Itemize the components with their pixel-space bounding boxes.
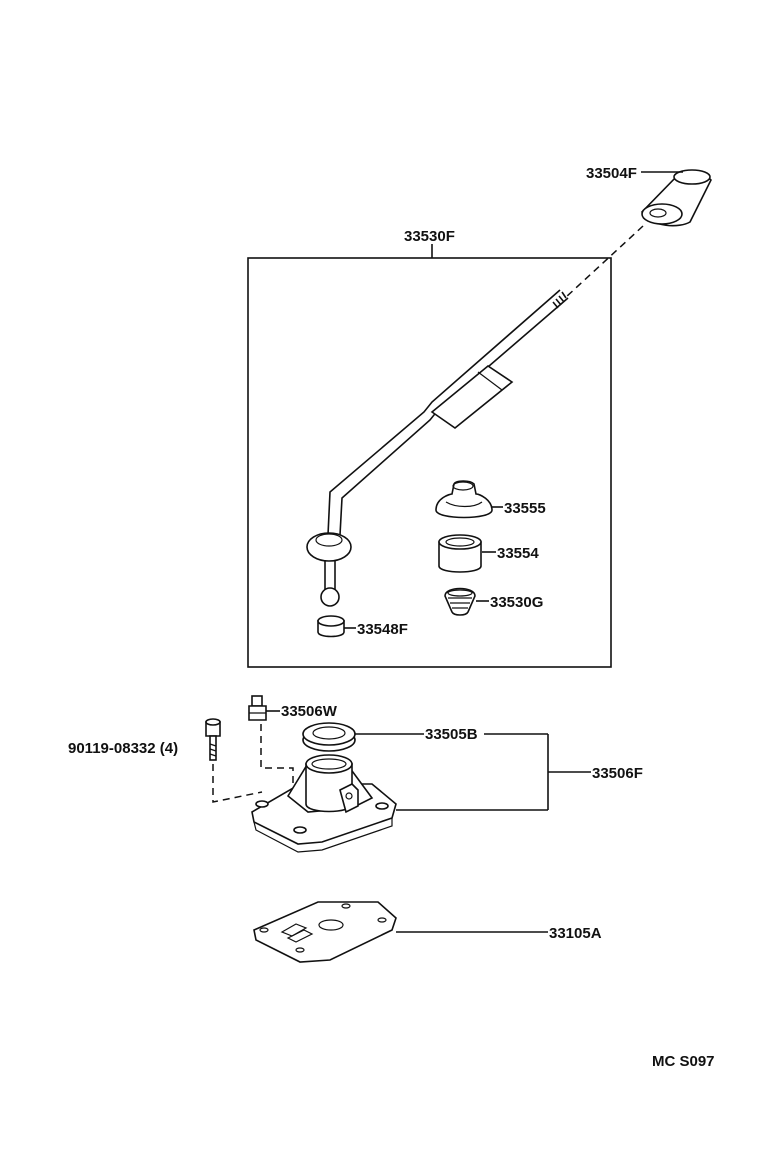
boot-part-number: 33555: [504, 500, 546, 517]
shift-knob-part: [640, 169, 712, 227]
bolt-part-number: 90119-08332 (4): [68, 740, 178, 757]
seat-part: [317, 615, 345, 638]
breather-dashed-line: [260, 724, 294, 790]
knob-dashed-line: [564, 225, 644, 299]
gasket-part-number: 33105A: [549, 925, 602, 942]
seat-part-number: 33548F: [357, 621, 408, 638]
bolt-dashed-line: [212, 764, 263, 803]
boot-part: [435, 480, 493, 519]
bushing-part: [438, 534, 482, 573]
breather-part-number: 33506W: [281, 703, 338, 720]
spring-part: [444, 587, 476, 616]
bushing-part-number: 33554: [497, 545, 539, 562]
breather-plug-part: [248, 695, 267, 721]
knob-part-number: 33504F: [586, 165, 637, 182]
gasket-part: [253, 901, 397, 963]
shift-lever-rod: [306, 289, 569, 607]
spring-part-number: 33530G: [490, 594, 543, 611]
lever-retainer-housing-part: [251, 754, 397, 853]
housing-part-number: 33506F: [592, 765, 643, 782]
lever-assy-part-number: 33530F: [404, 228, 455, 245]
bolt-part: [205, 718, 221, 761]
ring-part-number: 33505B: [425, 726, 478, 743]
lever-assy-box: [247, 257, 612, 668]
retainer-ring-part: [302, 722, 356, 752]
diagram-code: MC S097: [652, 1053, 715, 1070]
